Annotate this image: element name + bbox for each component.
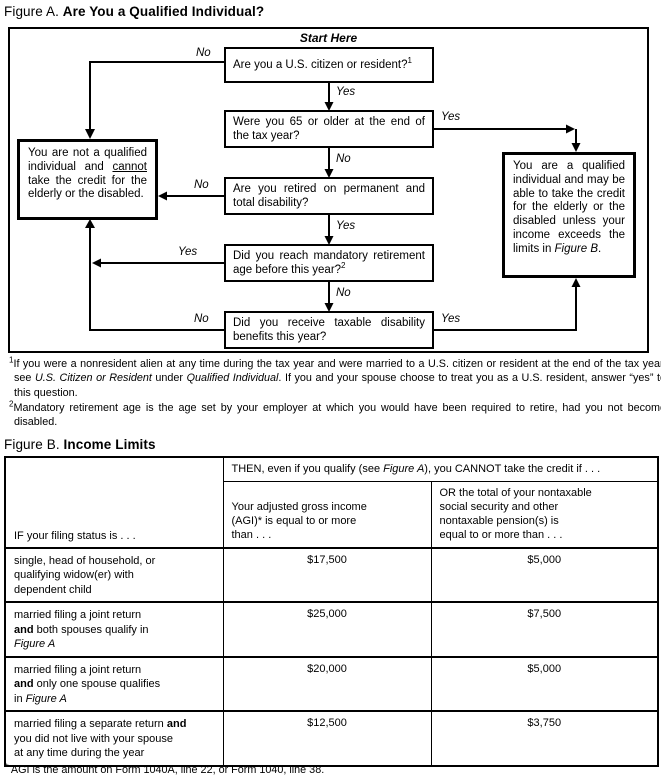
footnote-ref-1: 1 (407, 56, 412, 66)
asterisk-marker: * (5, 762, 9, 772)
flowchart-box-age65: Were you 65 or older at the end of the t… (224, 110, 434, 148)
table-header-row-then: IF your filing status is . . . THEN, eve… (4, 456, 659, 549)
header-pension-cell: OR the total of your nontaxable social s… (430, 480, 659, 549)
pension-limit-cell: $3,750 (430, 710, 659, 766)
filing-status-header-text: IF your filing status is . . . (14, 529, 136, 542)
flowchart-arrows (85, 61, 581, 331)
edge-label-no: No (194, 313, 209, 325)
filing-status-cell: married filing a separate return and you… (4, 710, 224, 766)
flowchart-box-taxable-benefits: Did you receive taxable disability benef… (224, 311, 434, 349)
footnote-2: 2Mandatory retirement age is the age set… (5, 399, 661, 430)
pension-limit-cell: $5,000 (430, 655, 659, 712)
filing-status-cell: married filing a joint return and both s… (4, 601, 224, 657)
figure-b-reference: Figure B (554, 242, 598, 255)
filing-status-cell: single, head of household, or qualifying… (4, 546, 224, 603)
header-filing-status: IF your filing status is . . . (4, 456, 224, 549)
flowchart-box-taxable-benefits-text: Did you receive taxable disability benef… (233, 317, 425, 343)
footnote-1-marker: 1 (9, 355, 14, 365)
qualified-individual-ref: Qualified Individual (186, 372, 279, 385)
filing-status-cell: married filing a joint return and only o… (4, 655, 224, 712)
then-text: ), you CANNOT take the credit if . . . (424, 463, 601, 476)
result-text: take the credit for the elderly or the d… (28, 174, 147, 201)
status-text: married filing a joint return (14, 663, 142, 676)
edge-label-yes: Yes (336, 86, 356, 98)
edge-label-no: No (336, 287, 351, 299)
and-bold: and (14, 678, 34, 690)
and-bold: and (14, 623, 34, 636)
flowchart-box-age65-text: Were you 65 or older at the end of the t… (233, 116, 425, 142)
figure-a-reference: Figure A (25, 692, 67, 705)
status-text: only one spouse qualifies in (14, 678, 161, 705)
qualified-individual-flowchart: Start Here Are you a U.S. citizen or res… (8, 27, 649, 353)
flowchart-box-disability: Are you retired on permanent and total d… (224, 177, 434, 215)
flowchart-box-citizen: Are you a U.S. citizen or resident?1 (224, 47, 434, 83)
then-text: THEN, even if you qualify (see (231, 463, 384, 476)
status-text: both spouses qualify in (36, 623, 149, 636)
table-row: married filing a separate return and you… (4, 710, 659, 766)
figure-a-reference: Figure A (383, 463, 425, 476)
footnote-text: If you were a nonresident alien at any t… (13, 358, 661, 385)
pension-limit-cell: $5,000 (430, 546, 659, 603)
edge-label-no: No (336, 153, 351, 165)
table-row: single, head of household, or qualifying… (4, 546, 659, 603)
pension-limit-cell: $7,500 (430, 601, 659, 657)
header-then-cell: THEN, even if you qualify (see Figure A)… (222, 456, 659, 482)
figure-a-heading: Are You a Qualified Individual? (62, 4, 265, 19)
edge-label-yes: Yes (441, 111, 461, 123)
footnote-text: . If you and your spouse choose to treat… (14, 372, 661, 399)
footnote-ref-2: 2 (341, 261, 346, 271)
figure-a-label: Figure A. (4, 4, 63, 19)
agi-limit-cell: $17,500 (222, 546, 432, 603)
table-row: married filing a joint return and both s… (4, 601, 659, 657)
edge-label-no: No (196, 47, 211, 59)
footnote-text: under (151, 372, 187, 385)
edge-label-yes: Yes (336, 220, 356, 232)
table-header-row-sub: Your adjusted gross income (AGI)* is equ… (5, 480, 659, 549)
status-text: you did not live with your spouse at any… (14, 732, 173, 759)
question-text: Did you reach mandatory retirement age b… (233, 250, 425, 276)
status-text: married filing a separate return (14, 718, 167, 730)
citizen-or-resident-ref: U.S. Citizen or Resident (34, 372, 152, 385)
edge-label-yes: Yes (441, 313, 461, 325)
flowchart-box-retirement-age-text: Did you reach mandatory retirement age b… (233, 249, 425, 277)
income-limits-table: IF your filing status is . . . THEN, eve… (4, 456, 659, 767)
table-row: married filing a joint return and only o… (4, 655, 659, 712)
agi-limit-cell: $20,000 (222, 655, 432, 712)
result-box-not-qualified: You are not a qualified individual and c… (17, 139, 158, 220)
status-text: married filing a joint return (14, 609, 142, 621)
agi-footnote-text: AGI is the amount on Form 1040A, line 22… (8, 764, 325, 776)
figure-a-reference: Figure A (14, 638, 56, 650)
footnote-text: Mandatory retirement age is the age set … (13, 402, 661, 429)
edge-label-yes: Yes (178, 246, 198, 258)
figure-b-label: Figure B. (4, 437, 64, 452)
figure-b-title: Figure B. Income Limits (4, 437, 156, 452)
footnote-2-marker: 2 (9, 399, 14, 409)
flowchart-box-disability-text: Are you retired on permanent and total d… (233, 183, 425, 209)
cannot-underlined: cannot (112, 160, 147, 173)
start-here-label: Start Here (299, 31, 358, 45)
flowchart-box-citizen-text: Are you a U.S. citizen or resident?1 (233, 56, 425, 72)
and-bold: and (166, 718, 187, 730)
footnote-1: 1If you were a nonresident alien at any … (5, 355, 661, 400)
result-text: . (598, 242, 602, 255)
edge-label-no: No (194, 179, 209, 191)
figure-b-heading: Income Limits (63, 437, 156, 452)
agi-footnote: * AGI is the amount on Form 1040A, line … (5, 762, 324, 776)
result-box-qualified: You are a qualified individual and may b… (502, 152, 636, 278)
question-text: Are you a U.S. citizen or resident? (233, 59, 408, 71)
figure-a-title: Figure A. Are You a Qualified Individual… (4, 4, 264, 19)
agi-limit-cell: $25,000 (222, 601, 432, 657)
flowchart-box-retirement-age: Did you reach mandatory retirement age b… (224, 244, 434, 282)
header-agi-cell: Your adjusted gross income (AGI)* is equ… (222, 480, 432, 549)
result-text: You are not a qualified individual and (28, 147, 147, 173)
agi-limit-cell: $12,500 (222, 710, 432, 766)
result-text: You are a qualified individual and may b… (513, 160, 625, 255)
